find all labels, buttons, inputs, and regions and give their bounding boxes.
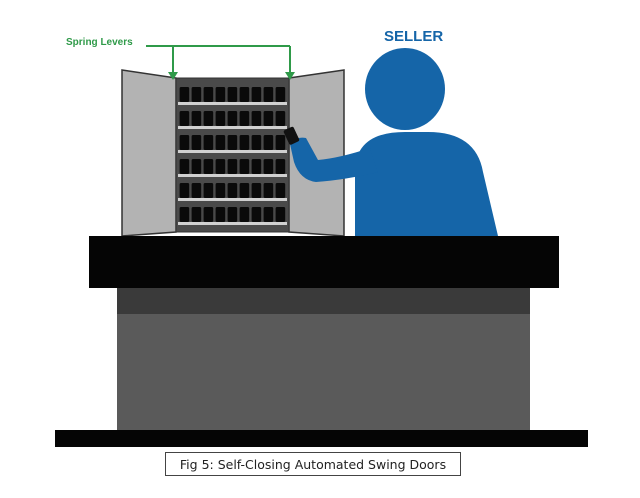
ticket-slot xyxy=(275,135,286,150)
ticket-slot xyxy=(227,111,238,126)
ticket-slot xyxy=(263,135,274,150)
remote-device xyxy=(283,126,300,145)
ticket-slot xyxy=(215,111,226,126)
ticket-slot xyxy=(179,87,190,102)
spring-levers-label: Spring Levers xyxy=(66,37,133,48)
ticket-slot xyxy=(215,159,226,174)
ticket-slot xyxy=(227,159,238,174)
ticket-slot xyxy=(251,87,262,102)
ticket-slot xyxy=(251,159,262,174)
ticket-slot xyxy=(239,159,250,174)
rack-shelf xyxy=(178,150,287,153)
ticket-slot xyxy=(191,159,202,174)
ticket-slot xyxy=(275,183,286,198)
ticket-slot xyxy=(251,207,262,222)
ticket-slot xyxy=(179,159,190,174)
ticket-slot xyxy=(191,87,202,102)
ticket-slot xyxy=(227,183,238,198)
ticket-slot xyxy=(215,87,226,102)
ticket-slot xyxy=(203,183,214,198)
ticket-slot-grid xyxy=(178,87,287,225)
ticket-slot xyxy=(263,111,274,126)
ticket-slot xyxy=(191,207,202,222)
seller-label: SELLER xyxy=(384,28,444,45)
ticket-slot xyxy=(251,111,262,126)
ticket-slot xyxy=(203,87,214,102)
ticket-slot xyxy=(263,183,274,198)
ticket-slot xyxy=(191,183,202,198)
ticket-slot xyxy=(239,87,250,102)
rack-shelf xyxy=(178,174,287,177)
ticket-slot xyxy=(227,207,238,222)
counter-base-top-band xyxy=(117,288,530,314)
spring-lever-arrow-right xyxy=(285,72,295,80)
counter-top xyxy=(89,236,559,288)
ticket-slot xyxy=(263,207,274,222)
floor xyxy=(55,430,588,447)
ticket-slot xyxy=(275,207,286,222)
ticket-slot xyxy=(179,111,190,126)
counter-base xyxy=(117,314,530,430)
ticket-slot xyxy=(179,207,190,222)
ticket-slot xyxy=(215,135,226,150)
ticket-slot xyxy=(227,87,238,102)
rack-shelf xyxy=(178,222,287,225)
ticket-slot xyxy=(239,135,250,150)
ticket-slot xyxy=(215,207,226,222)
ticket-slot xyxy=(263,159,274,174)
ticket-slot xyxy=(263,87,274,102)
ticket-slot xyxy=(215,183,226,198)
seller-person-icon xyxy=(290,48,498,236)
ticket-slot xyxy=(239,111,250,126)
ticket-slot xyxy=(191,135,202,150)
ticket-slot xyxy=(179,135,190,150)
figure-caption: Fig 5: Self-Closing Automated Swing Door… xyxy=(165,452,461,476)
ticket-slot xyxy=(191,111,202,126)
spring-lever-pointer xyxy=(146,45,291,76)
ticket-slot xyxy=(203,111,214,126)
ticket-slot xyxy=(275,111,286,126)
ticket-slot xyxy=(275,87,286,102)
rack-shelf xyxy=(178,198,287,201)
ticket-slot xyxy=(239,207,250,222)
ticket-slot xyxy=(227,135,238,150)
rack-shelf xyxy=(178,126,287,129)
ticket-slot xyxy=(251,183,262,198)
ticket-slot xyxy=(203,159,214,174)
spring-lever-arrow-left xyxy=(168,72,178,80)
ticket-slot xyxy=(203,135,214,150)
ticket-slot xyxy=(239,183,250,198)
rack-shelf xyxy=(178,102,287,105)
ticket-slot xyxy=(203,207,214,222)
ticket-slot xyxy=(275,159,286,174)
ticket-slot xyxy=(179,183,190,198)
ticket-slot xyxy=(251,135,262,150)
left-swing-door xyxy=(121,69,177,237)
